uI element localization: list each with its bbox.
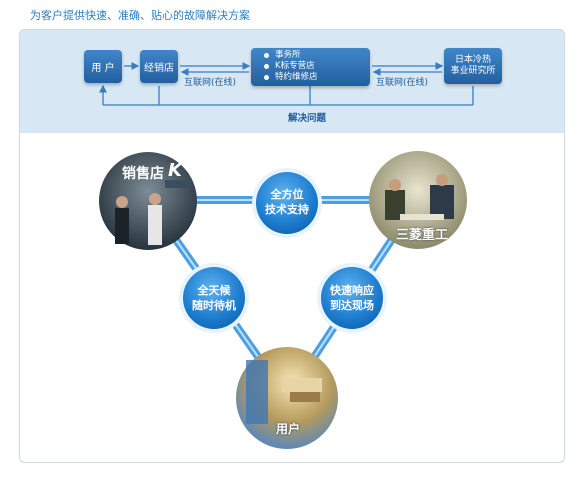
user-photo	[236, 347, 338, 449]
store-photo	[99, 152, 197, 250]
outlet-item: K标专营店	[251, 61, 370, 72]
jp-line2: 事业研究所	[450, 66, 496, 76]
node-always-on-text: 全天候 随时待机	[192, 284, 236, 312]
store-k-logo: K	[168, 160, 182, 181]
jp-line1: 日本冷热	[454, 55, 491, 65]
node-fast-response	[317, 263, 387, 333]
mhi-label: 三菱重工	[396, 228, 449, 243]
outlet-item: 事务所	[251, 50, 370, 61]
japan-institute-box: 日本冷热 事业研究所	[444, 48, 502, 84]
user-photo-label: 用户	[276, 422, 301, 436]
node-fast-response-text: 快速响应 到达现场	[330, 284, 374, 312]
node-tech-support	[252, 168, 322, 238]
service-outlets-box: 事务所 K标专营店 特约维修店	[251, 48, 370, 86]
page-title: 为客户提供快速、准确、贴心的故障解决方案	[30, 9, 250, 22]
resolve-label: 解决问题	[288, 113, 327, 124]
mhi-photo	[369, 151, 467, 249]
user-box: 用 户	[84, 50, 122, 83]
internet-label-right: 互联网(在线)	[376, 78, 429, 88]
node-tech-support-text: 全方位 技术支持	[265, 188, 309, 216]
outlet-item: 特约维修店	[251, 72, 370, 83]
dealer-box: 经销店	[140, 50, 178, 83]
store-label: 销售店	[122, 166, 164, 182]
internet-label-left: 互联网(在线)	[184, 78, 237, 88]
node-always-on	[179, 263, 249, 333]
